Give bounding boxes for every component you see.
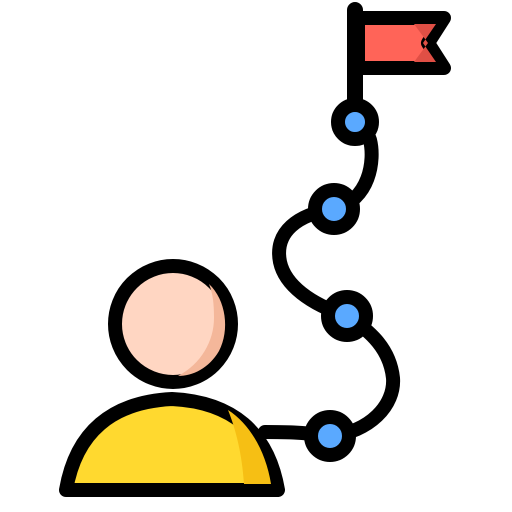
route-node-lower (321, 290, 373, 342)
route-node-top (331, 98, 379, 146)
flag-shade (414, 24, 436, 62)
person-head-shade (178, 284, 226, 376)
route-node-upper (308, 183, 360, 235)
person-body-shade (228, 410, 271, 484)
route-path (258, 115, 401, 443)
person-head (108, 259, 238, 389)
route-node-start (304, 410, 356, 462)
person-body (59, 392, 285, 497)
